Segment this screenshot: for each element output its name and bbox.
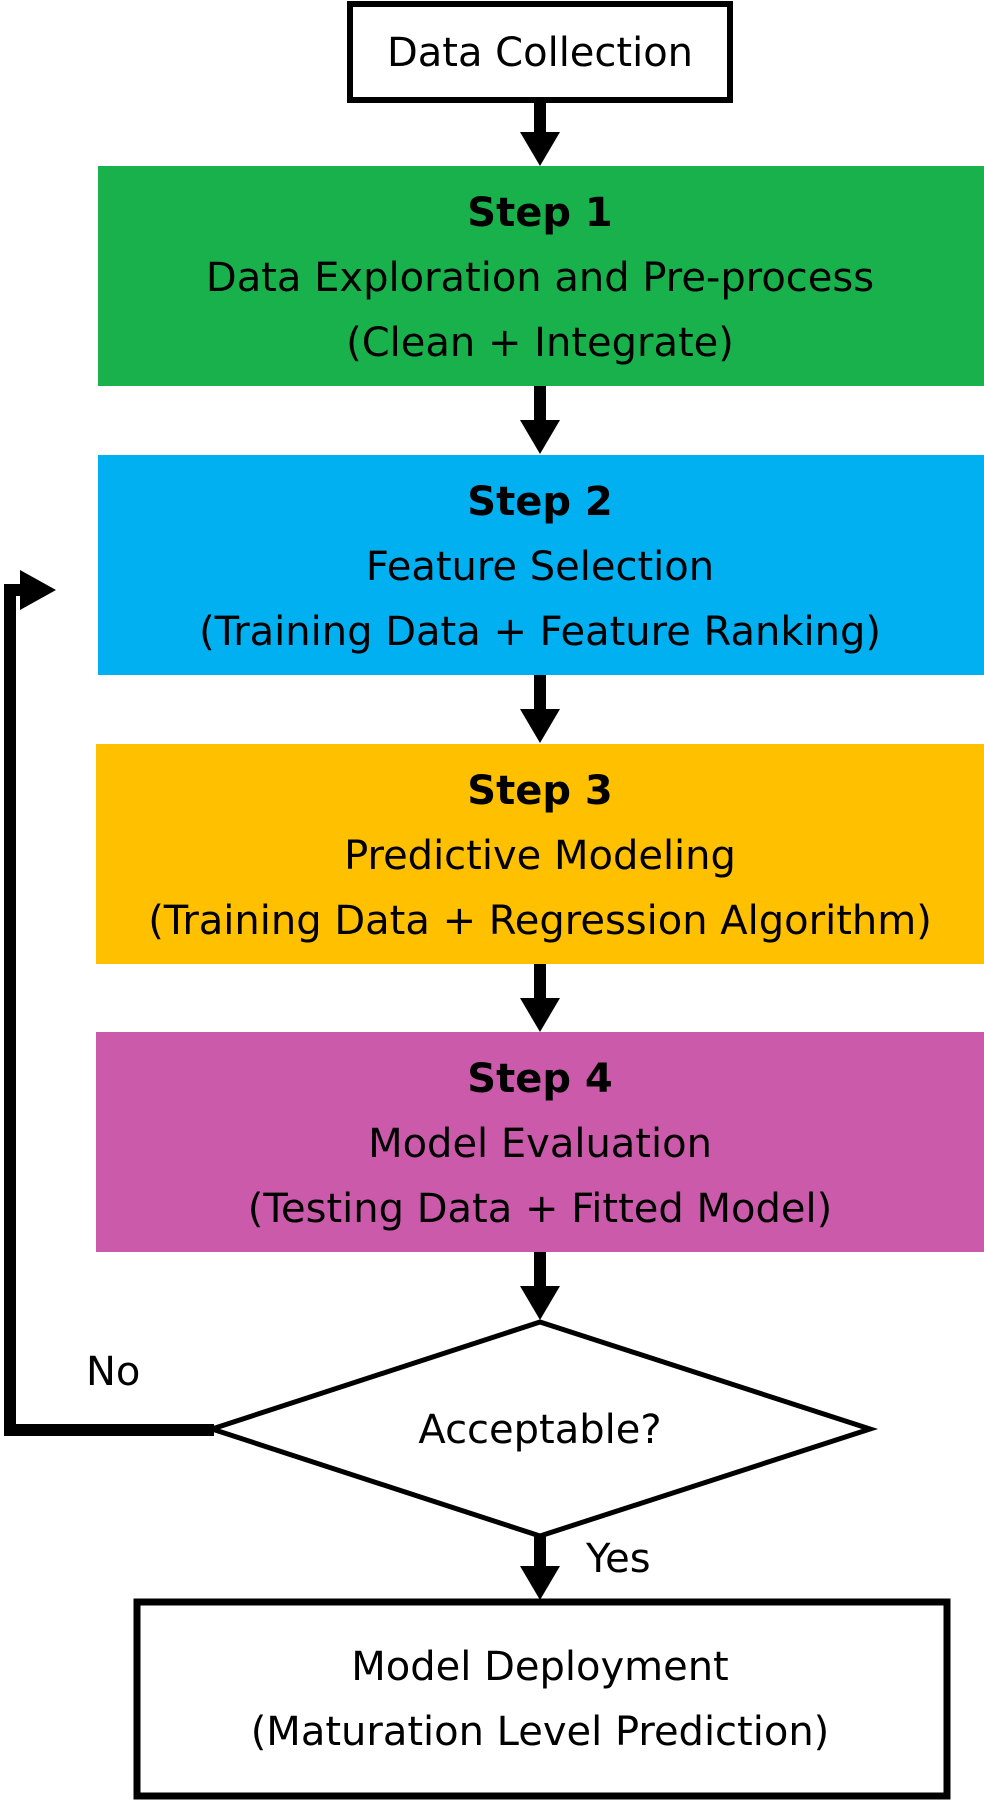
step3-detail: (Training Data + Regression Algorithm) xyxy=(148,898,932,944)
arrow-step1-to-step2 xyxy=(520,386,560,454)
end-node-box xyxy=(133,1598,951,1800)
arrow-yes xyxy=(520,1536,560,1600)
decision-node: Acceptable? xyxy=(203,1319,879,1539)
step4-title: Step 4 xyxy=(467,1056,612,1102)
arrow-step4-to-decision xyxy=(520,1252,560,1320)
end-node: Model Deployment (Maturation Level Predi… xyxy=(133,1598,951,1800)
step2-detail: (Training Data + Feature Ranking) xyxy=(199,609,881,655)
step3-name: Predictive Modeling xyxy=(344,833,736,879)
arrow-no-loop xyxy=(4,570,214,1436)
decision-label: Acceptable? xyxy=(418,1407,661,1453)
end-node-line2: (Maturation Level Prediction) xyxy=(251,1709,830,1755)
end-node-line1: Model Deployment xyxy=(351,1644,728,1690)
step1-detail: (Clean + Integrate) xyxy=(346,320,734,366)
step4-detail: (Testing Data + Fitted Model) xyxy=(248,1186,832,1232)
no-label: No xyxy=(86,1349,140,1395)
start-node-label: Data Collection xyxy=(387,30,693,76)
step1-box xyxy=(98,166,984,386)
arrow-step3-to-step4 xyxy=(520,964,560,1032)
step1-node: Step 1 Data Exploration and Pre-process … xyxy=(98,166,984,386)
step2-node: Step 2 Feature Selection (Training Data … xyxy=(98,455,984,675)
arrow-start-to-step1 xyxy=(520,100,560,166)
step4-name: Model Evaluation xyxy=(368,1121,712,1167)
step2-name: Feature Selection xyxy=(366,544,714,590)
yes-label: Yes xyxy=(585,1536,651,1582)
step3-node: Step 3 Predictive Modeling (Training Dat… xyxy=(96,744,984,964)
step2-box xyxy=(98,455,984,675)
step3-title: Step 3 xyxy=(467,768,612,814)
step3-box xyxy=(96,744,984,964)
step1-name: Data Exploration and Pre-process xyxy=(206,255,874,301)
step2-title: Step 2 xyxy=(467,479,612,525)
step4-node: Step 4 Model Evaluation (Testing Data + … xyxy=(96,1032,984,1252)
arrow-step2-to-step3 xyxy=(520,675,560,743)
step4-box xyxy=(96,1032,984,1252)
step1-title: Step 1 xyxy=(467,190,612,236)
start-node: Data Collection xyxy=(347,1,733,103)
